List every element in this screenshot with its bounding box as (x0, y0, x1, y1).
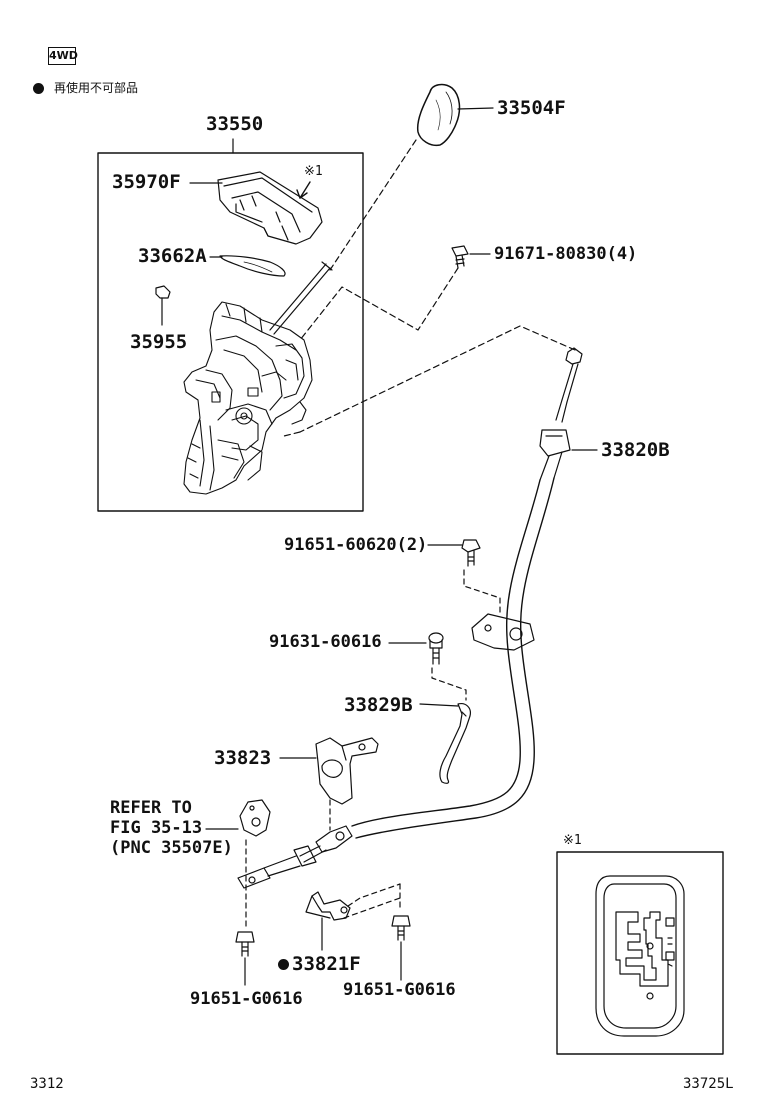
control-cable (351, 479, 541, 827)
footer-left-code: 3312 (30, 1076, 64, 1092)
bracket-33823-icon (315, 737, 379, 805)
refer-line-2: FIG 35-13 (110, 818, 203, 838)
shift-knob-icon (416, 83, 461, 147)
part-33820b-label: 33820B (601, 439, 670, 461)
part-91651-g0616-right-label: 91651-G0616 (343, 980, 456, 1000)
part-91631-60616-label: 91631-60616 (269, 632, 382, 652)
bolt-91651-g0616-left-icon (235, 931, 255, 957)
part-33821f-label: 33821F (292, 953, 361, 975)
clip-icon (155, 285, 171, 299)
bolt-91671-icon (451, 245, 469, 269)
retainer-33821f-icon (305, 891, 351, 921)
part-33829b-label: 33829B (344, 694, 413, 716)
cable-end-clevis-icon (237, 825, 353, 889)
inset-box (556, 851, 724, 1055)
part-33662a-label: 33662A (138, 245, 207, 267)
part-91651-60620-label: 91651-60620(2) (284, 535, 428, 555)
clip-33829b-icon (439, 703, 471, 784)
inset-mark-label: ※1 (563, 833, 582, 848)
part-35955-label: 35955 (130, 331, 188, 353)
bolt-91631-icon (428, 632, 444, 665)
bolt-91651-60620-icon (461, 539, 481, 567)
refer-line-3: (PNC 35507E) (110, 838, 233, 858)
mark-1-label: ※1 (304, 164, 323, 179)
part-91651-g0616-left-label: 91651-G0616 (190, 989, 303, 1009)
non-reusable-bullet-icon (33, 83, 44, 94)
shift-plate-icon (219, 255, 286, 277)
part-33504f-label: 33504F (497, 97, 566, 119)
footer-right-code: 33725L (683, 1076, 734, 1092)
assembly-box (97, 152, 364, 512)
part-35970f-label: 35970F (112, 171, 181, 193)
cable-end-icon (539, 347, 583, 481)
part-91671-80830-label: 91671-80830(4) (494, 244, 638, 264)
shift-lever-rod (269, 263, 331, 335)
shifter-assembly-icon (183, 301, 313, 495)
part-33823-label: 33823 (214, 747, 272, 769)
indicator-housing-icon (217, 171, 323, 245)
4wd-badge: 4WD (48, 47, 78, 65)
part-33550-label: 33550 (206, 113, 264, 135)
cable-bracket-plate-icon (471, 613, 535, 651)
retainer-non-reusable-icon (278, 959, 289, 970)
refer-line-1: REFER TO (110, 798, 192, 818)
refer-joint-icon (239, 799, 271, 837)
bolt-91651-g0616-right-icon (391, 915, 411, 941)
shift-gate-indicator-icon (595, 875, 685, 1037)
non-reusable-note: 再使用不可部品 (54, 81, 139, 95)
